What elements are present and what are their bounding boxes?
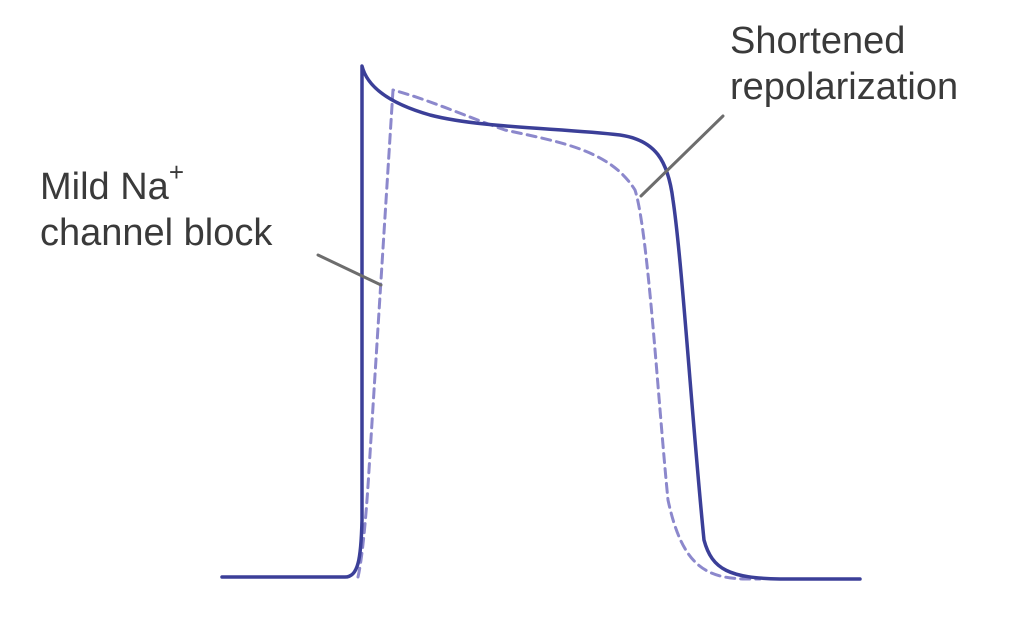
modified-action-potential-trace [356, 88, 762, 581]
na-block-annotation-line2: channel block [40, 212, 273, 254]
repolarization-annotation-line1: Shortened [730, 20, 906, 62]
na-block-leader-line [316, 253, 383, 287]
repolarization-annotation-line2: repolarization [730, 66, 959, 108]
na-block-annotation-line1: Mild Na+ [40, 159, 272, 210]
na-block-text: Mild Na [40, 166, 169, 208]
na-block-annotation: Mild Na+ channel block [40, 159, 273, 256]
repolarization-leader-line [639, 114, 725, 198]
baseline-action-potential-trace [220, 64, 862, 581]
repolarization-annotation: Shortened repolarization [730, 18, 958, 110]
sodium-charge-superscript: + [168, 157, 184, 188]
